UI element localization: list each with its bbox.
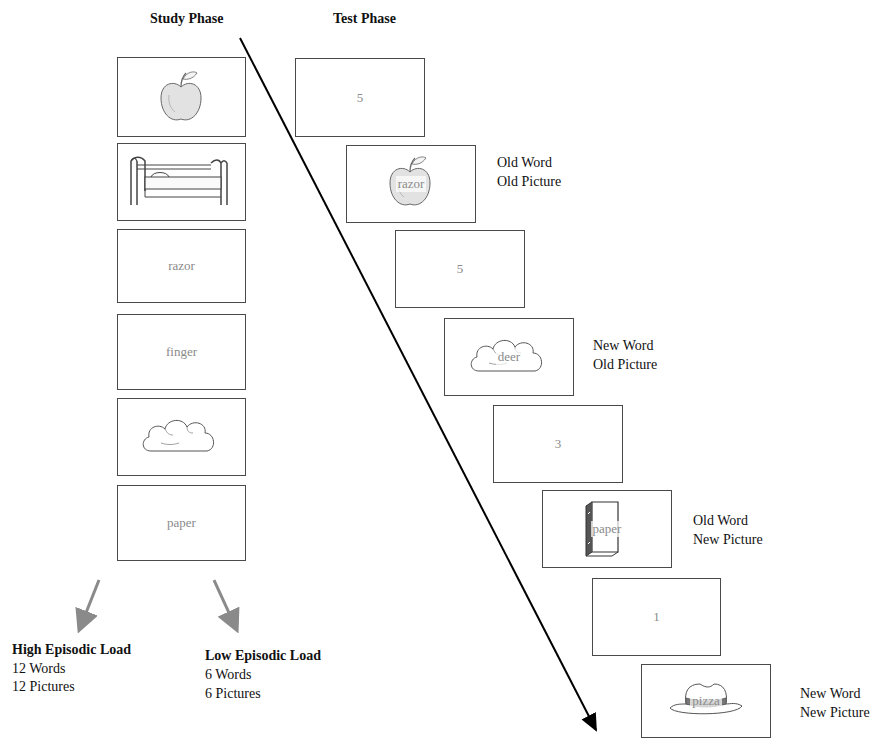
stimulus-word: razor [166, 258, 197, 274]
stimulus-box: deer [444, 318, 574, 396]
stimulus-box: paper [542, 490, 672, 568]
stimulus-word: pizza [690, 693, 721, 709]
picture-box [118, 399, 246, 476]
condition-label: Old Picture [593, 356, 657, 374]
heading-label: Study Phase [150, 10, 224, 28]
stimulus-word: 3 [553, 436, 564, 452]
stimulus-word: paper [591, 521, 624, 537]
heading-label: High Episodic Load [12, 641, 131, 659]
condition-label: New Picture [693, 531, 763, 549]
stimulus-word: razor [396, 176, 427, 192]
apple-picture [161, 72, 201, 120]
stimulus-word: deer [496, 349, 522, 365]
stimulus-box: 5 [395, 230, 525, 308]
apple-picture [390, 157, 430, 205]
stimulus-box: 5 [295, 58, 425, 137]
stimulus-word: paper [165, 515, 198, 531]
stimulus-word: 1 [651, 609, 662, 625]
condition-label: 6 Words [205, 666, 251, 684]
heading-label: Test Phase [333, 10, 396, 28]
condition-label: Old Picture [497, 173, 561, 191]
condition-label: Old Word [497, 154, 552, 172]
stimulus-box: razor [346, 145, 476, 223]
condition-label: New Word [800, 685, 860, 703]
stimulus-box: pizza [641, 664, 771, 738]
condition-label: New Picture [800, 704, 870, 722]
stimulus-word: 5 [355, 90, 366, 106]
stimulus-box: finger [117, 314, 246, 390]
split-arrow [80, 580, 99, 628]
stimulus-word: finger [164, 344, 199, 360]
time-arrow [240, 38, 596, 730]
condition-label: 6 Pictures [205, 685, 261, 703]
condition-label: 12 Words [12, 660, 65, 678]
condition-label: Old Word [693, 512, 748, 530]
picture-box [118, 144, 246, 221]
stimulus-box: paper [117, 485, 246, 561]
split-arrow [214, 580, 236, 628]
cloud-picture [143, 420, 213, 451]
condition-label: New Word [593, 337, 653, 355]
stimulus-box: 1 [592, 578, 721, 656]
heading-label: Low Episodic Load [205, 647, 321, 665]
stimulus-word: 5 [455, 261, 466, 277]
condition-label: 12 Pictures [12, 678, 75, 696]
stimulus-box: 3 [493, 405, 623, 483]
picture-box [118, 58, 246, 137]
cloud-picture [471, 340, 541, 371]
stimulus-box: razor [117, 229, 246, 303]
bed-picture [131, 157, 227, 205]
hat-picture [670, 684, 742, 714]
